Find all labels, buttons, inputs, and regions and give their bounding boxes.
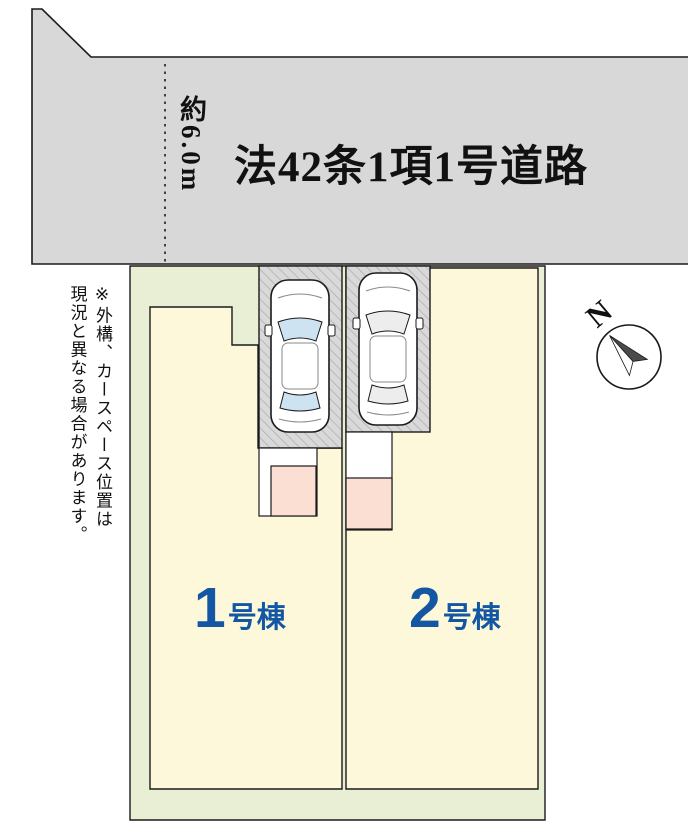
road-area [31,8,688,265]
disclaimer-note: ※外構、カースペース位置は 現況と異なる場合があります。 [64,285,115,544]
porch-2 [345,477,393,530]
car-icon [264,279,336,433]
compass-needle-icon [609,335,649,377]
road-name-label: 法42条1項1号道路 [234,144,588,191]
disclaimer-line-2: 現況と異なる場合があります。 [67,285,87,544]
plot-1-area [149,306,343,790]
car-icon [352,272,424,426]
plot-2-suffix: 号棟 [442,602,501,634]
plot-1-suffix: 号棟 [227,602,286,634]
plot-2-label: 2 号棟 [409,580,501,637]
compass [596,324,662,390]
plot-1-number: 1 [194,576,226,640]
road-width-label: 約6.0m [176,95,206,194]
disclaimer-line-1: ※外構、カースペース位置は [93,285,112,529]
plot-2-number: 2 [409,576,441,640]
porch-1 [270,465,317,517]
plot-1-label: 1 号棟 [194,580,286,637]
